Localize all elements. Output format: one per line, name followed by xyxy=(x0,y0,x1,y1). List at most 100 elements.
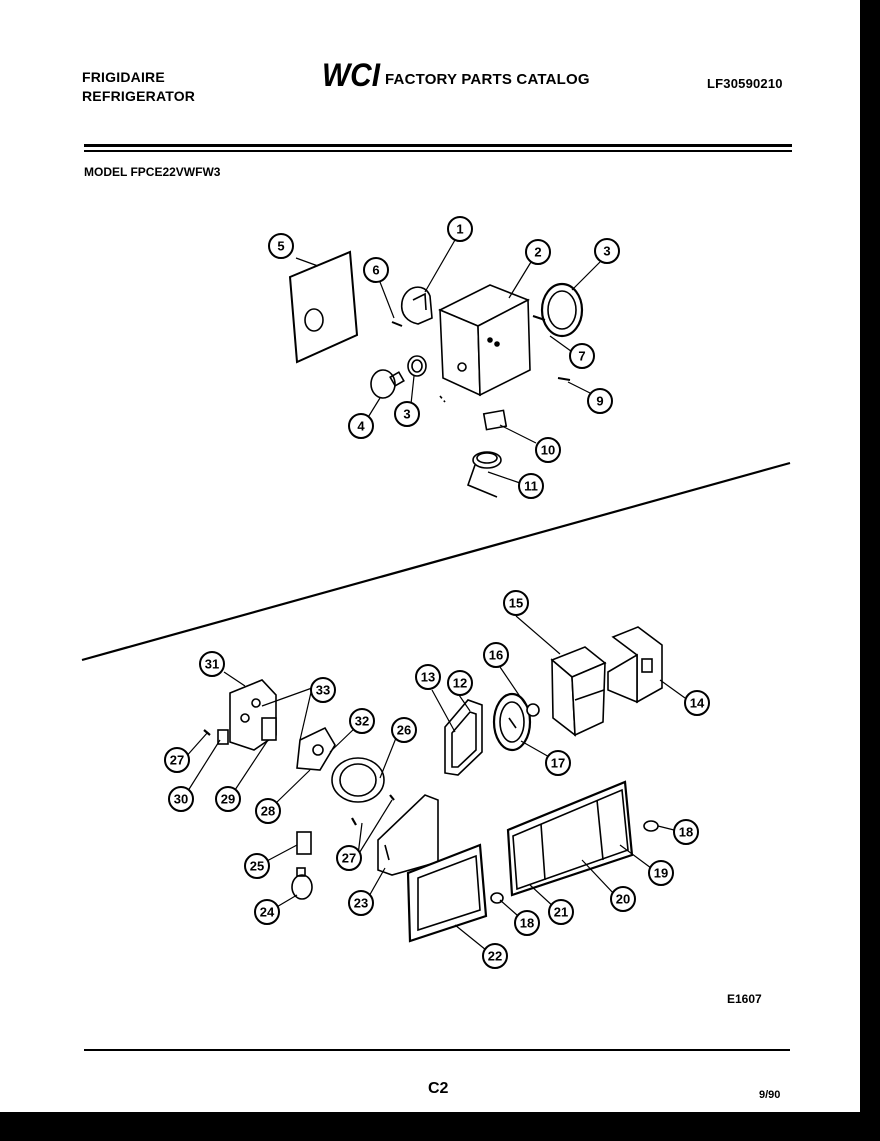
callout-number: 27 xyxy=(342,851,356,866)
callout-number: 33 xyxy=(316,683,330,698)
callout-number: 12 xyxy=(453,676,467,691)
callout-number: 28 xyxy=(261,804,275,819)
callout-circle xyxy=(415,664,441,690)
callout-number: 20 xyxy=(616,892,630,907)
diagram-code: E1607 xyxy=(727,992,762,1006)
part-bulb-4 xyxy=(370,369,405,399)
callout-number: 1 xyxy=(456,222,463,237)
callout-number: 22 xyxy=(488,949,502,964)
callout-number: 2 xyxy=(534,245,541,260)
callout-circle xyxy=(391,717,417,743)
callout-circle xyxy=(514,910,540,936)
brand-line1: FRIGIDAIRE xyxy=(82,69,165,85)
callout-number: 15 xyxy=(509,596,523,611)
brand-block: FRIGIDAIRE REFRIGERATOR xyxy=(82,68,195,106)
callout-number: 10 xyxy=(541,443,555,458)
callout-number: 11 xyxy=(524,479,538,494)
part-housing-15 xyxy=(550,646,607,737)
callout-circle xyxy=(447,216,473,242)
wci-logo: WCI xyxy=(322,58,381,90)
callout-number: 6 xyxy=(372,263,379,278)
callout-number: 23 xyxy=(354,896,368,911)
callout-circle xyxy=(594,238,620,264)
callout-number: 3 xyxy=(403,407,410,422)
callout-number: 27 xyxy=(170,753,184,768)
callout-number: 9 xyxy=(596,394,603,409)
callout-circle xyxy=(164,747,190,773)
callout-circle xyxy=(503,590,529,616)
callout-circle xyxy=(348,413,374,439)
callout-number: 17 xyxy=(551,756,565,771)
callout-circle xyxy=(447,670,473,696)
callout-circle xyxy=(610,886,636,912)
part-disc-3a xyxy=(540,282,584,338)
part-bracket-28 xyxy=(296,726,336,771)
callout-number: 18 xyxy=(679,825,693,840)
callout-number: 7 xyxy=(578,349,585,364)
callout-circle xyxy=(254,899,280,925)
callout-number: 3 xyxy=(603,244,610,259)
scan-border-bottom xyxy=(0,1112,880,1141)
part-door-19-21 xyxy=(506,780,634,897)
callout-circle xyxy=(363,257,389,283)
part-socket-3b xyxy=(407,355,427,377)
callout-circle xyxy=(244,853,270,879)
part-housing-2 xyxy=(438,284,531,397)
callout-circle xyxy=(569,343,595,369)
header-rule-thin xyxy=(84,150,792,152)
part-tray-22 xyxy=(406,843,488,943)
callout-circle xyxy=(535,437,561,463)
callout-number: 21 xyxy=(554,905,568,920)
part-disc-17 xyxy=(492,692,532,752)
callout-circle xyxy=(199,651,225,677)
part-fastener-18a xyxy=(643,820,659,832)
callout-circle xyxy=(518,473,544,499)
part-panel-5 xyxy=(288,250,359,364)
footer-rule xyxy=(84,1049,790,1051)
callout-circle xyxy=(336,845,362,871)
catalog-title: FACTORY PARTS CATALOG xyxy=(385,71,590,88)
leader-lines xyxy=(183,239,686,951)
callout-number: 31 xyxy=(205,657,219,672)
callout-number: 5 xyxy=(277,239,284,254)
callout-circle xyxy=(255,798,281,824)
callout-circle xyxy=(215,786,241,812)
svg-text:WCI: WCI xyxy=(322,58,381,90)
revision-date: 9/90 xyxy=(759,1089,781,1101)
callout-circle xyxy=(587,388,613,414)
callout-number: 26 xyxy=(397,723,411,738)
callout-number: 14 xyxy=(690,696,705,711)
brand-line2: REFRIGERATOR xyxy=(82,88,196,104)
part-bulb-24 xyxy=(291,867,313,900)
callout-circle xyxy=(525,239,551,265)
part-clip-25 xyxy=(296,831,312,855)
callout-circle xyxy=(482,943,508,969)
part-gasket-26 xyxy=(331,757,385,803)
callout-number: 30 xyxy=(174,792,188,807)
header-rule xyxy=(84,144,792,147)
callout-circle xyxy=(545,750,571,776)
catalog-number: LF30590210 xyxy=(707,76,783,91)
page-number: C2 xyxy=(428,1080,449,1097)
callout-circle xyxy=(684,690,710,716)
callout-circle xyxy=(349,708,375,734)
callout-number: 25 xyxy=(250,859,264,874)
callout-number: 32 xyxy=(355,714,369,729)
scan-border-right xyxy=(860,0,880,1141)
callout-circle xyxy=(548,899,574,925)
callout-number: 18 xyxy=(520,916,534,931)
callout-circle xyxy=(648,860,674,886)
callout-circle xyxy=(168,786,194,812)
callout-circle xyxy=(310,677,336,703)
model-number: MODEL FPCE22VWFW3 xyxy=(84,165,221,179)
callout-circle xyxy=(673,819,699,845)
callout-number: 16 xyxy=(489,648,503,663)
part-wire-11 xyxy=(466,451,502,498)
callout-number: 19 xyxy=(654,866,668,881)
part-switch-29 xyxy=(261,717,277,741)
part-fitting-16 xyxy=(526,703,540,717)
callout-number: 29 xyxy=(221,792,235,807)
part-clip-1 xyxy=(400,286,433,325)
